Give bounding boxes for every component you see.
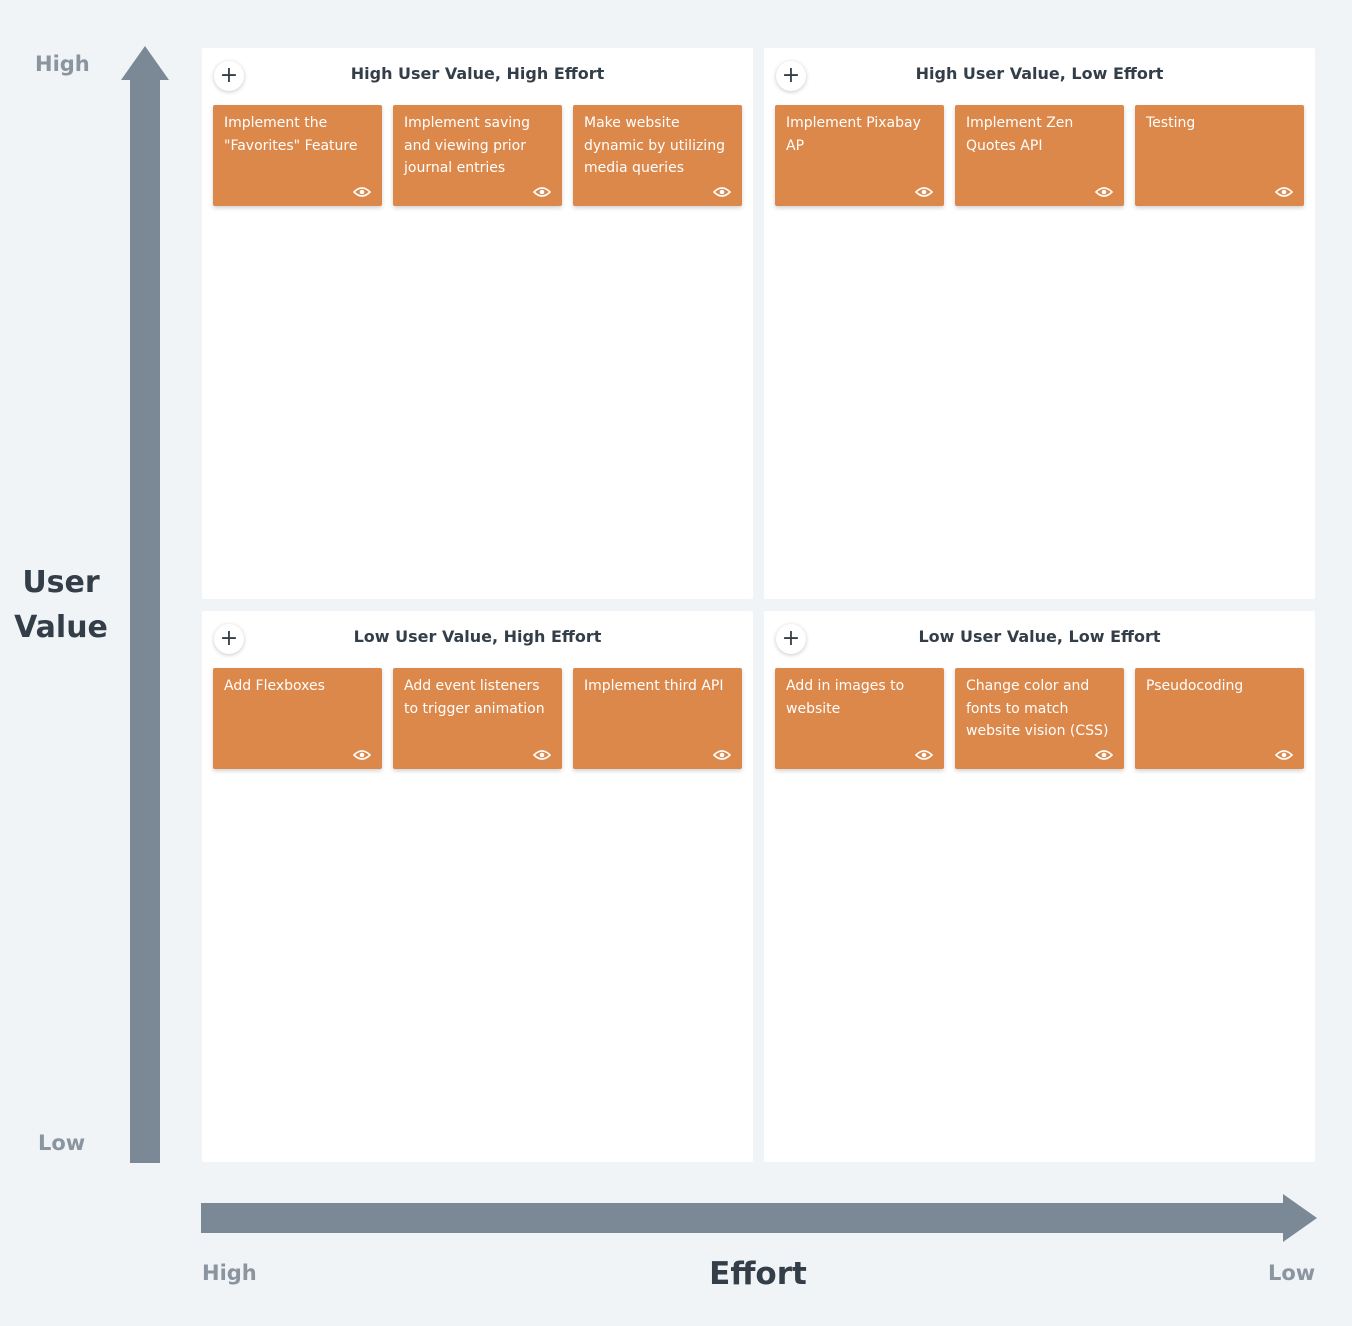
quadrant-header: + High User Value, High Effort [202,48,753,103]
effort-low-label: Low [1268,1261,1316,1285]
card-text: Implement Pixabay AP [786,115,921,154]
add-card-button[interactable]: + [776,624,806,654]
eye-icon[interactable] [533,186,551,198]
eye-icon[interactable] [1275,186,1293,198]
user-value-low-label: Low [38,1131,86,1155]
card-text: Make website dynamic by utilizing media … [584,115,725,176]
card-text: Testing [1146,115,1196,131]
eye-icon[interactable] [915,749,933,761]
card-text: Implement third API [584,678,724,694]
eye-icon[interactable] [713,186,731,198]
quadrant-low-value-low-effort: + Low User Value, Low Effort Add in imag… [764,611,1315,1162]
eye-icon[interactable] [915,186,933,198]
card[interactable]: Add event listeners to trigger animation [393,668,562,769]
eye-icon[interactable] [1275,749,1293,761]
card[interactable]: Implement third API [573,668,742,769]
card[interactable]: Pseudocoding [1135,668,1304,769]
quadrant-high-value-high-effort: + High User Value, High Effort Implement… [202,48,753,599]
card-text: Add event listeners to trigger animation [404,678,545,717]
card[interactable]: Change color and fonts to match website … [955,668,1124,769]
add-card-button[interactable]: + [214,624,244,654]
eye-icon[interactable] [1095,749,1113,761]
card-text: Pseudocoding [1146,678,1244,694]
quadrant-high-value-low-effort: + High User Value, Low Effort Implement … [764,48,1315,599]
add-card-button[interactable]: + [776,61,806,91]
card-text: Implement the "Favorites" Feature [224,115,358,154]
card-text: Add in images to website [786,678,905,717]
quadrant-title: High User Value, Low Effort [915,64,1164,83]
eye-icon[interactable] [353,749,371,761]
card[interactable]: Implement Pixabay AP [775,105,944,206]
card-text: Implement Zen Quotes API [966,115,1074,154]
card[interactable]: Testing [1135,105,1304,206]
user-value-title-line1: User [22,565,100,600]
quadrant-header: + Low User Value, Low Effort [764,611,1315,666]
quadrant-title: High User Value, High Effort [350,64,605,83]
user-value-title-line2: Value [14,610,108,645]
eye-icon[interactable] [1095,186,1113,198]
card[interactable]: Implement Zen Quotes API [955,105,1124,206]
card[interactable]: Make website dynamic by utilizing media … [573,105,742,206]
card-text: Add Flexboxes [224,678,325,694]
add-card-button[interactable]: + [214,61,244,91]
quadrant-low-value-high-effort: + Low User Value, High Effort Add Flexbo… [202,611,753,1162]
quadrant-title: Low User Value, High Effort [353,627,602,646]
effort-high-label: High [202,1261,257,1285]
card-text: Implement saving and viewing prior journ… [404,115,531,176]
quadrant-header: + Low User Value, High Effort [202,611,753,666]
eye-icon[interactable] [533,749,551,761]
quadrant-title: Low User Value, Low Effort [918,627,1161,646]
user-value-high-label: High [35,52,90,76]
eye-icon[interactable] [713,749,731,761]
user-value-axis-title: User Value [0,560,122,650]
user-value-axis-arrow [121,46,169,1163]
card[interactable]: Implement the "Favorites" Feature [213,105,382,206]
card[interactable]: Implement saving and viewing prior journ… [393,105,562,206]
effort-axis-arrow [201,1194,1317,1242]
eye-icon[interactable] [353,186,371,198]
quadrant-header: + High User Value, Low Effort [764,48,1315,103]
card[interactable]: Add Flexboxes [213,668,382,769]
card-text: Change color and fonts to match website … [966,678,1109,739]
card[interactable]: Add in images to website [775,668,944,769]
effort-axis-title: Effort [709,1256,807,1292]
